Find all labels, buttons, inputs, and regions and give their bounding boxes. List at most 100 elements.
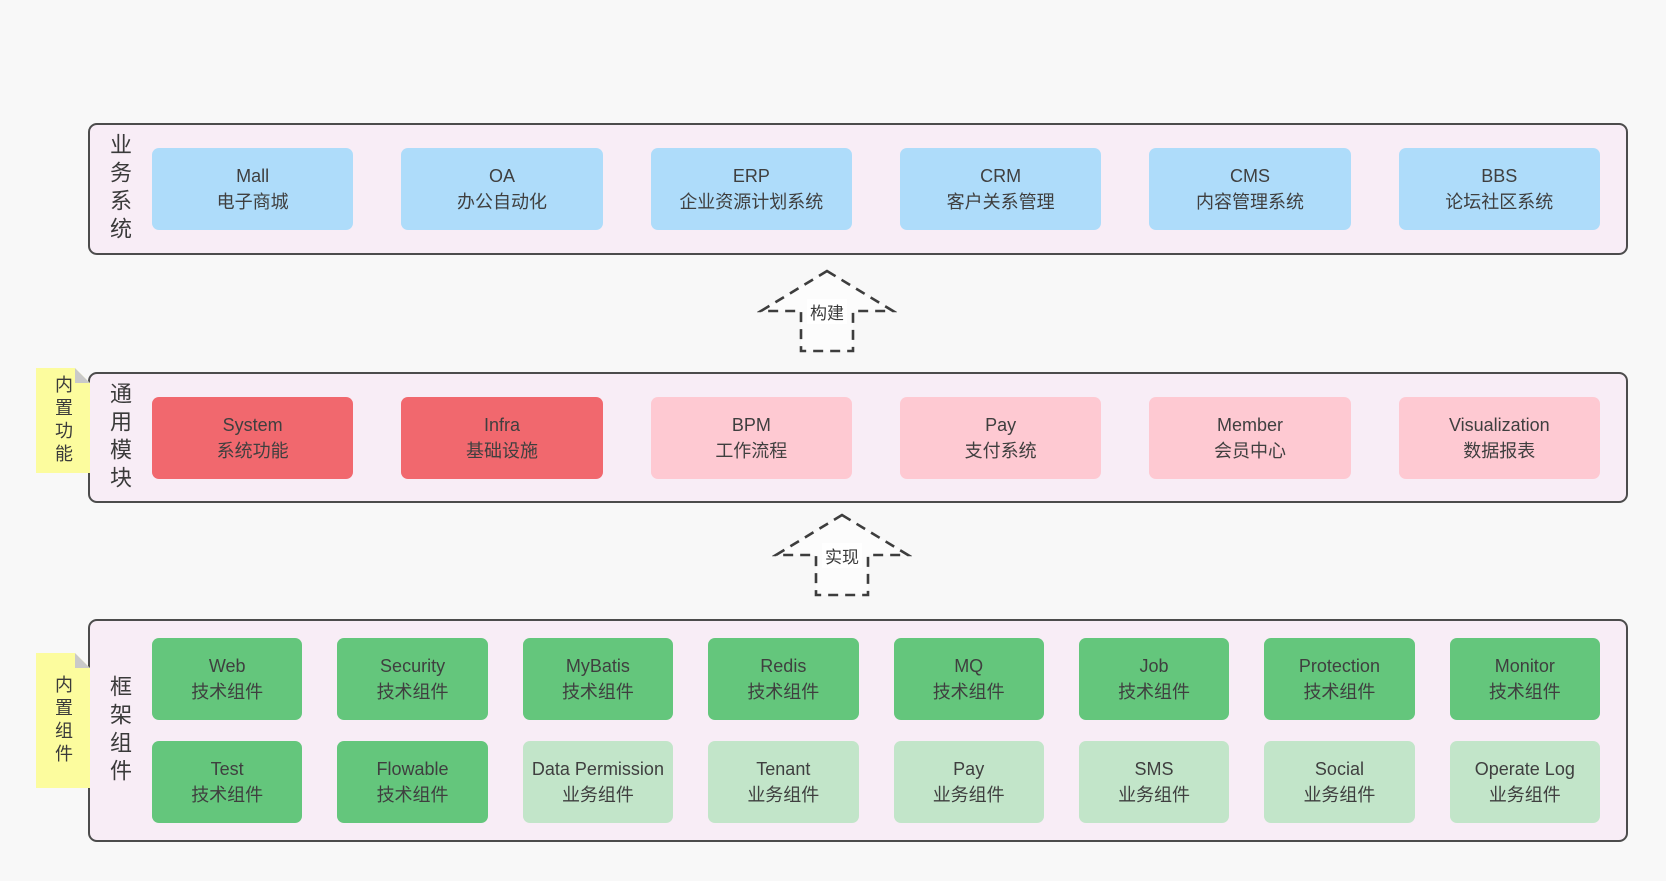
box-security: Security 技术组件 [337,638,488,720]
box-title: Member [1216,414,1283,435]
arrow-build-label: 构建 [807,299,847,324]
box-tenant: Tenant 业务组件 [708,741,859,823]
sticky-text: 内置功能 [53,374,73,467]
sticky-note-built-in-components: 内置组件 [36,653,90,788]
box-mybatis: MyBatis 技术组件 [522,638,674,720]
band-modules-label: 通用模块 [107,381,132,494]
box-title: System [222,414,283,435]
box-cms: CMS 内容管理系统 [1149,148,1351,230]
box-title: ERP [732,166,770,186]
box-title: OA [488,166,515,186]
box-title: Operate Log [1474,759,1575,779]
box-subtitle: 技术组件 [191,785,264,805]
box-bpm: BPM 工作流程 [650,396,852,479]
box-title: Social [1314,759,1364,779]
box-title: CRM [980,166,1022,186]
box-title: Monitor [1494,656,1555,676]
box-subtitle: 论坛社区系统 [1445,192,1554,212]
box-infra: Infra 基础设施 [401,396,603,479]
box-title: Visualization [1448,414,1550,435]
box-subtitle: 技术组件 [376,682,449,702]
business-boxes: Mall 电子商城 OA 办公自动化 ERP 企业资源计划系统 CRM 客户关系… [148,125,1626,253]
box-mall: Mall 电子商城 [152,148,354,230]
box-subtitle: 支付系统 [964,440,1037,461]
box-subtitle: 业务组件 [1118,785,1191,805]
box-visualization: Visualization 数据报表 [1398,396,1600,479]
box-subtitle: 企业资源计划系统 [679,192,824,212]
band-business-systems: 业务系统 Mall 电子商城 OA 办公自动化 ERP 企业资源计划系统 CRM… [88,123,1628,255]
box-subtitle: 内容管理系统 [1195,192,1304,212]
box-bbs: BBS 论坛社区系统 [1398,148,1600,230]
box-title: Pay [985,414,1017,435]
box-test: Test 技术组件 [152,741,303,823]
box-monitor: Monitor 技术组件 [1449,638,1600,720]
modules-boxes: System 系统功能 Infra 基础设施 BPM 工作流程 Pay 支付系统… [148,374,1626,501]
box-title: Pay [953,759,985,779]
box-title: MQ [954,656,984,676]
box-sms: SMS 业务组件 [1078,741,1230,823]
box-erp: ERP 企业资源计划系统 [650,148,852,230]
arrow-implement: 实现 [772,512,912,598]
sticky-note-built-in-features: 内置功能 [36,368,90,473]
box-crm: CRM 客户关系管理 [899,148,1102,230]
box-subtitle: 会员中心 [1213,440,1286,461]
box-web: Web 技术组件 [152,638,303,720]
arrow-implement-label: 实现 [822,543,862,568]
folded-corner-icon [75,368,90,383]
box-title: Test [210,759,244,779]
box-pay-component: Pay 业务组件 [893,741,1044,823]
box-subtitle: 技术组件 [1488,682,1561,702]
box-subtitle: 系统功能 [216,440,289,461]
box-subtitle: 技术组件 [561,682,634,702]
box-title: BBS [1481,166,1518,186]
band-components-label: 框架组件 [107,674,132,787]
box-title: Tenant [756,759,811,779]
box-subtitle: 技术组件 [932,682,1005,702]
box-subtitle: 技术组件 [1303,682,1376,702]
box-title: Flowable [376,759,449,779]
box-subtitle: 数据报表 [1463,440,1536,461]
box-mq: MQ 技术组件 [893,638,1044,720]
box-system: System 系统功能 [152,396,354,479]
box-subtitle: 技术组件 [191,682,264,702]
box-redis: Redis 技术组件 [708,638,859,720]
box-flowable: Flowable 技术组件 [337,741,488,823]
band-common-modules: 通用模块 System 系统功能 Infra 基础设施 BPM 工作流程 Pay… [88,372,1628,503]
box-subtitle: 业务组件 [1303,785,1376,805]
components-rows: Web 技术组件 Security 技术组件 MyBatis 技术组件 Redi… [148,621,1626,840]
box-subtitle: 办公自动化 [456,192,547,212]
box-member: Member 会员中心 [1149,396,1351,479]
box-subtitle: 技术组件 [376,785,449,805]
box-subtitle: 电子商城 [216,192,289,212]
box-title: Mall [236,166,270,186]
box-pay-module: Pay 支付系统 [899,396,1102,479]
box-subtitle: 业务组件 [747,785,820,805]
box-subtitle: 客户关系管理 [946,192,1055,212]
box-subtitle: 技术组件 [747,682,820,702]
box-subtitle: 业务组件 [561,785,634,805]
box-social: Social 业务组件 [1264,741,1415,823]
box-title: Job [1139,656,1169,676]
arrow-build: 构建 [757,268,897,354]
box-title: Protection [1298,656,1380,676]
band-framework-components: 框架组件 Web 技术组件 Security 技术组件 MyBatis 技术组件… [88,619,1628,842]
box-title: SMS [1134,759,1174,779]
box-title: Infra [483,414,520,435]
box-data-permission: Data Permission 业务组件 [522,741,674,823]
box-oa: OA 办公自动化 [401,148,603,230]
sticky-text: 内置组件 [53,674,73,767]
box-title: Redis [760,656,807,676]
box-title: Security [380,656,446,676]
box-subtitle: 业务组件 [932,785,1005,805]
box-operate-log: Operate Log 业务组件 [1449,741,1600,823]
box-title: CMS [1229,166,1270,186]
box-subtitle: 基础设施 [465,440,538,461]
box-subtitle: 业务组件 [1488,785,1561,805]
box-title: Data Permission [531,759,664,779]
box-subtitle: 工作流程 [715,440,788,461]
box-protection: Protection 技术组件 [1264,638,1415,720]
box-subtitle: 技术组件 [1118,682,1191,702]
box-title: MyBatis [565,656,630,676]
band-business-label: 业务系统 [107,133,132,245]
